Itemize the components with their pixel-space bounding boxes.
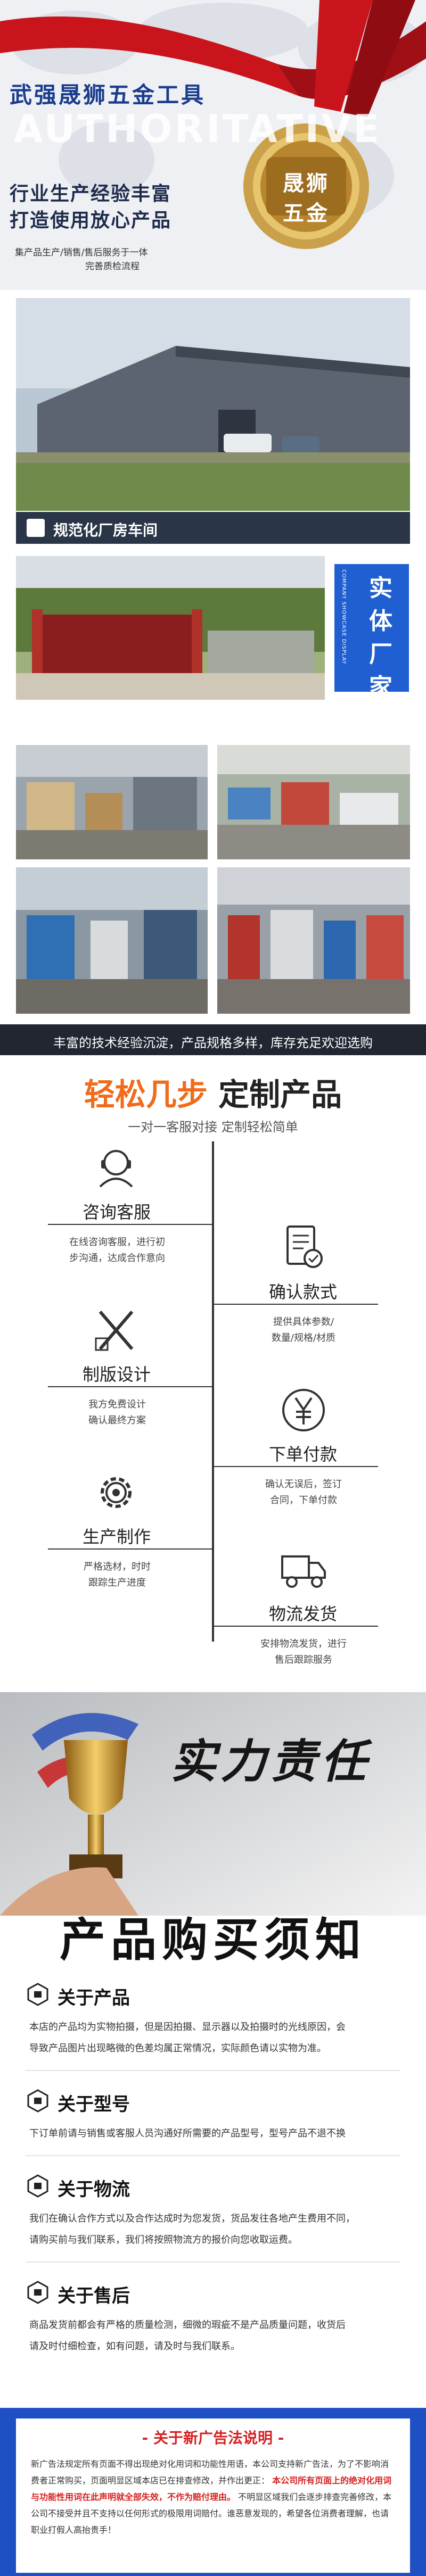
step-desc-line-1: 提供具体参数/ — [273, 1316, 334, 1328]
slogan-line-1: 行业生产经验丰富 — [10, 183, 172, 205]
ad-law-text-2: 不明显区域我们会逐步排查完善修改，本公司不接受并且不支持以任何形式的极限用词赔付… — [31, 2492, 392, 2535]
step-desc-line-1: 我方免费设计 — [88, 1399, 146, 1410]
step-connector — [48, 1548, 213, 1550]
step-title: 咨询客服 — [83, 1202, 151, 1222]
divider — [26, 2070, 400, 2071]
step-title: 下单付款 — [269, 1444, 338, 1464]
workshop-label: 规范化厂房车间 — [53, 521, 158, 539]
red-ribbon-decoration — [0, 0, 426, 117]
step-desc-line-1: 严格选材，时时 — [84, 1561, 151, 1572]
step-connector — [48, 1224, 213, 1225]
side-tag-english: COMPANY SHOWCASE DISPLAY — [341, 569, 347, 665]
hexagon-icon — [27, 1983, 48, 2006]
notice-section-title: 关于产品 — [58, 1987, 130, 2009]
sub-line-1: 集产品生产/销售/售后服务于一体 — [15, 247, 148, 258]
workshop-label-bar — [16, 512, 410, 544]
medal-text-1: 晟狮 — [283, 171, 330, 196]
watermark-text: AUTHORITATIVE — [13, 106, 382, 151]
gear-icon — [101, 1477, 132, 1508]
steps-subtitle: 一对一客服对接 定制轻松简单 — [128, 1120, 298, 1134]
sub-line-2: 完善质检流程 — [85, 261, 140, 272]
notice-line: 请购买前与我们联系，我们将按照物流方的报价向您收取运费。 — [29, 2234, 298, 2246]
timeline-line — [212, 1141, 214, 1642]
customer-service-icon — [99, 1150, 133, 1188]
warehouse-photo-2 — [217, 745, 410, 859]
step-desc-line-1: 确认无误后，签订 — [265, 1479, 342, 1490]
notice-section-title: 关于售后 — [58, 2285, 130, 2307]
notice-section-body: 我们在确认合作方式以及合作达成时为您发货，货品发往各地产生费用不同， 请购买前与… — [29, 2208, 402, 2251]
step-desc-line-2: 步沟通，达成合作意向 — [69, 1253, 165, 1264]
notice-section-body: 商品发货前都会有严格的质量检测，细微的瑕疵不是产品质量问题，收货后 请及时付细检… — [29, 2315, 402, 2357]
ad-law-body: 新广告法规定所有页面不得出现绝对化用词和功能性用语，本公司支持新广告法，为了不影… — [31, 2456, 395, 2538]
machinery-photo-2 — [217, 867, 410, 1014]
notice-section-title: 关于物流 — [58, 2179, 130, 2200]
notice-line: 本店的产品均为实物拍摄，但是因拍摄、显示器以及拍摄时的光线原因，会 — [29, 2022, 346, 2033]
step-connector — [213, 1466, 378, 1467]
notice-line: 导致产品图片出现略微的色差均属正常情况，实际颜色请以实物为准。 — [29, 2043, 326, 2054]
step-connector — [213, 1304, 378, 1305]
steps-title: 轻松几步 定制产品 — [0, 1070, 426, 1114]
step-desc-line-2: 数量/规格/材质 — [271, 1332, 336, 1344]
notice-section-body: 下订单前请与销售或客服人员沟通好所需要的产品型号，型号产品不退不换 — [29, 2123, 402, 2144]
step-title: 制版设计 — [83, 1364, 151, 1385]
side-tag — [334, 564, 409, 692]
step-desc-line-2: 合同，下单付款 — [270, 1495, 337, 1506]
factory-exterior-photo — [16, 298, 410, 511]
hexagon-icon — [27, 2174, 48, 2198]
notice-line: 下订单前请与销售或客服人员沟通好所需要的产品型号，型号产品不退不换 — [29, 2128, 346, 2139]
tagline-bar — [0, 1024, 426, 1055]
ad-law-panel — [16, 2418, 410, 2573]
ad-law-title: - 关于新广告法说明 - — [142, 2429, 284, 2447]
step-desc-line-2: 跟踪生产进度 — [88, 1577, 146, 1588]
tagline-text: 丰富的技术经验沉淀，产品规格多样，库存充足欢迎选购 — [53, 1036, 373, 1050]
warehouse-photo-1 — [16, 745, 208, 859]
ad-law-text-highlight: 本公司所有页面上的绝对化用词与功能性用词在此声明就全部失效，不作为赔付理由。 — [31, 2475, 392, 2502]
factory-gate-photo — [16, 556, 325, 700]
step-desc-line-2: 确认最终方案 — [88, 1415, 146, 1426]
slogan-line-2: 打造使用放心产品 — [10, 210, 172, 231]
notice-title: 产品购买须知 — [60, 1914, 366, 1967]
trophy-banner — [0, 1692, 426, 1916]
divider — [26, 2155, 400, 2156]
step-connector — [213, 1626, 378, 1627]
step-title: 物流发货 — [269, 1604, 338, 1624]
step-desc-line-1: 在线咨询客服，进行初 — [69, 1237, 165, 1248]
yen-payment-icon — [282, 1389, 325, 1431]
step-connector — [48, 1386, 213, 1387]
steps-title-rest: 定制产品 — [218, 1076, 342, 1113]
gold-medal-emblem — [243, 123, 369, 249]
trophy-slogan: 实力责任 — [170, 1735, 371, 1788]
document-check-icon — [286, 1225, 323, 1268]
hero-banner — [0, 0, 426, 290]
building-icon — [27, 519, 45, 537]
medal-text-2: 五金 — [283, 201, 330, 226]
notice-section-body: 本店的产品均为实物拍摄，但是因拍摄、显示器以及拍摄时的光线原因，会 导致产品图片… — [29, 2017, 402, 2059]
notice-line: 我们在确认合作方式以及合作达成时为您发货，货品发往各地产生费用不同， — [29, 2213, 355, 2224]
notice-line: 商品发货前都会有严格的质量检测，细微的瑕疵不是产品质量问题，收货后 — [29, 2320, 346, 2331]
truck-icon — [281, 1555, 326, 1588]
hexagon-icon — [27, 2281, 48, 2304]
notice-line: 请及时付细检查，如有问题，请及时与我们联系。 — [29, 2341, 240, 2352]
hexagon-icon — [27, 2089, 48, 2113]
side-tag-chinese: 实体厂家 — [369, 575, 392, 701]
step-title: 生产制作 — [83, 1527, 151, 1547]
step-title: 确认款式 — [269, 1282, 338, 1302]
steps-title-highlight: 轻松几步 — [84, 1076, 208, 1113]
ad-law-text-1: 新广告法规定所有页面不得出现绝对化用词和功能性用语，本公司支持新广告法，为了不影… — [31, 2459, 389, 2486]
step-desc-line-2: 售后跟踪服务 — [275, 1654, 332, 1666]
machinery-photo-1 — [16, 867, 208, 1014]
divider — [26, 2262, 400, 2263]
brand-title: 武强晟狮五金工具 — [10, 82, 206, 108]
design-tools-icon — [95, 1311, 134, 1351]
step-desc-line-1: 安排物流发货，进行 — [260, 1638, 347, 1650]
notice-section-title: 关于型号 — [58, 2094, 130, 2115]
